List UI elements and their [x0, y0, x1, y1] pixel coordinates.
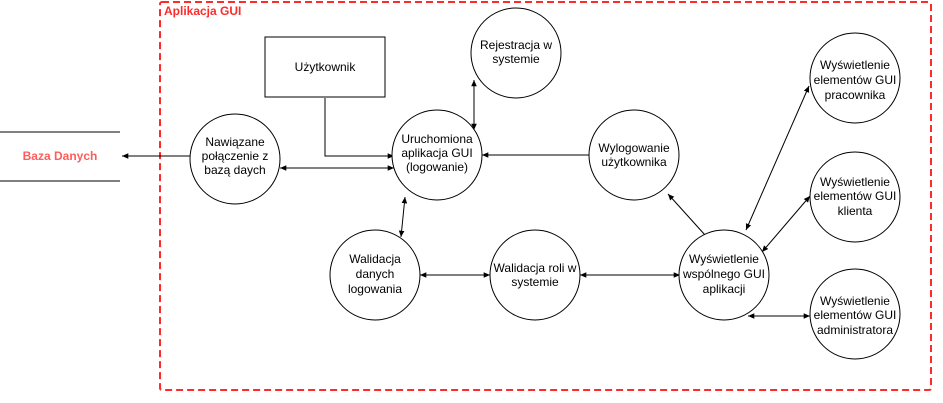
database-label: Baza Danych: [23, 149, 98, 163]
edge-uzytkownik-uruchomiona: [324, 98, 394, 159]
app-boundary-title: Aplikacja GUI: [164, 4, 241, 18]
edge-uruchomiona-walidacja-danych: [398, 196, 408, 238]
edge-wspolne-klienta: [761, 195, 811, 253]
node-uzytkownik: Użytkownik: [264, 36, 386, 98]
app-boundary: [159, 1, 932, 391]
connectors: [122, 80, 811, 319]
edge-wspolne-pracownika: [745, 85, 810, 231]
svg-text:Użytkownik: Użytkownik: [295, 60, 357, 74]
edge-wspolne-wylogowanie: [667, 193, 706, 236]
